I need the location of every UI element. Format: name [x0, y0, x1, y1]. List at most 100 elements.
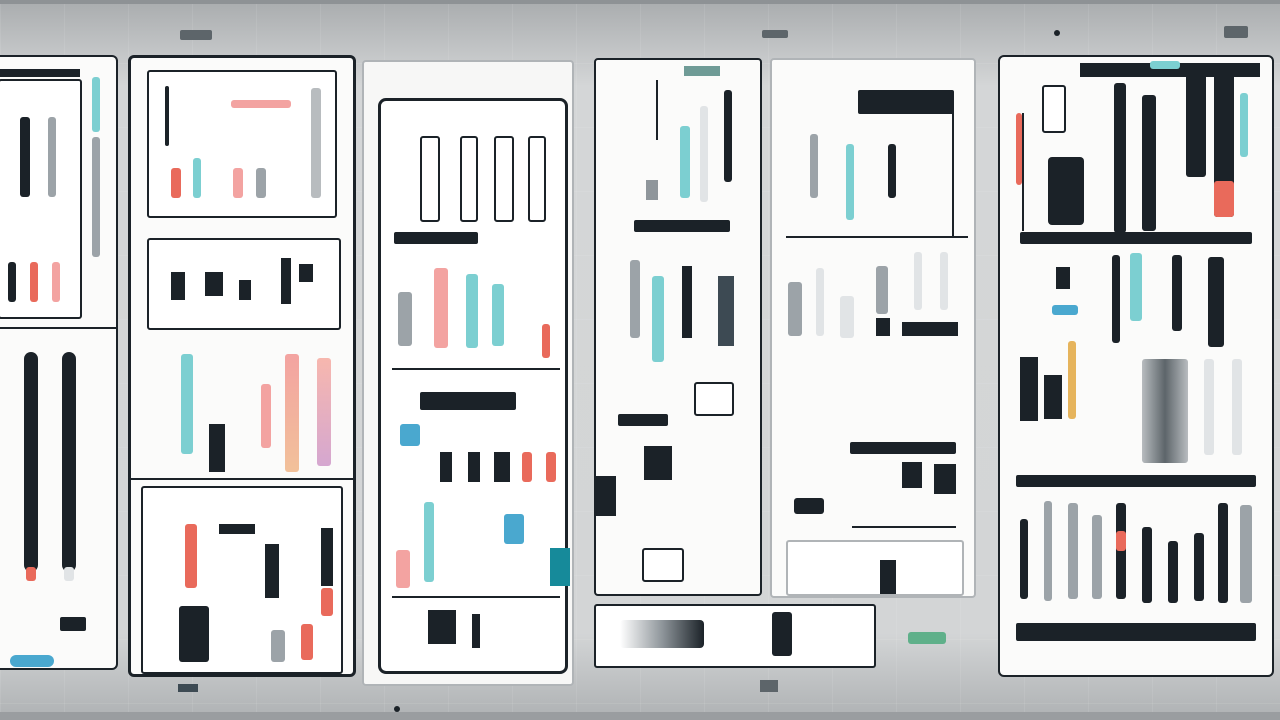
light-bar	[816, 268, 824, 336]
frame-line	[786, 236, 968, 238]
top-device-chip	[1224, 26, 1248, 38]
top-device-chip	[180, 30, 212, 40]
bottom-device-chip	[760, 680, 778, 692]
device-stick	[1218, 503, 1228, 603]
device-stick	[48, 117, 56, 197]
coral-bar	[1016, 113, 1022, 185]
coral-bar	[30, 262, 38, 302]
panel-center-mid-label	[420, 392, 516, 410]
bottom-device	[620, 620, 704, 648]
light-bar	[840, 296, 854, 338]
gradient-device	[1142, 359, 1188, 463]
black-block	[646, 180, 658, 200]
frame-line	[852, 526, 956, 528]
device-stick	[8, 262, 16, 302]
teal-bar	[181, 354, 193, 454]
teal-bar	[846, 144, 854, 220]
black-block	[281, 258, 291, 304]
teal-bar	[492, 284, 504, 346]
frame-line	[656, 80, 658, 140]
gray-bar	[876, 266, 888, 314]
bottom-device-chip	[178, 684, 198, 692]
coral-bar	[321, 588, 333, 616]
frame-line	[952, 110, 954, 238]
teal-bar	[92, 77, 100, 132]
black-block	[718, 276, 734, 346]
coral-bar	[546, 452, 556, 482]
device-stick	[165, 86, 169, 146]
panel-far-right-top-label	[1020, 232, 1252, 244]
device-stick	[1208, 257, 1224, 347]
gold-bar	[1068, 341, 1076, 419]
panel-second	[128, 55, 356, 677]
teal-bar	[680, 126, 690, 198]
coral-tip	[1214, 181, 1234, 217]
device-small-screen	[1042, 85, 1066, 133]
device-stick	[311, 88, 321, 198]
blue-block	[400, 424, 420, 446]
device-stick	[1194, 533, 1204, 601]
teal-bar	[466, 274, 478, 348]
device-tip	[64, 567, 74, 581]
black-block	[472, 614, 480, 648]
gray-bar	[1240, 505, 1252, 603]
teal-bar	[1130, 253, 1142, 321]
bottom-device-phone	[772, 612, 792, 656]
black-block	[682, 266, 692, 338]
panel-center-header-label	[394, 232, 478, 244]
panel-far-right	[998, 55, 1274, 677]
coral-tip	[1116, 531, 1126, 551]
gray-bar	[1044, 501, 1052, 601]
black-block	[321, 528, 333, 586]
black-block	[209, 424, 225, 472]
black-block	[794, 498, 824, 514]
gray-bar	[810, 134, 818, 198]
teal-tab	[1150, 61, 1180, 69]
black-block	[468, 452, 480, 482]
black-block	[239, 280, 251, 300]
pink-tab	[231, 100, 291, 108]
device-stick	[20, 117, 30, 197]
panel-center	[362, 60, 574, 686]
device-stick	[1142, 527, 1152, 603]
panel-left-button	[60, 617, 86, 631]
teal-bar	[652, 276, 664, 362]
black-block	[494, 452, 510, 482]
panel-right-mid-label	[850, 442, 956, 454]
coral-bar	[301, 624, 313, 660]
light-bar	[940, 252, 948, 310]
panel-right-mid-bottom	[786, 540, 964, 596]
blue-block	[1052, 305, 1078, 315]
device-tip	[26, 567, 36, 581]
black-block	[644, 446, 672, 480]
black-block	[428, 610, 456, 644]
device-stick	[1186, 73, 1206, 177]
black-block	[265, 544, 279, 598]
coral-bar	[185, 524, 197, 588]
teal-bar	[193, 158, 201, 198]
black-block	[299, 264, 313, 282]
device-card	[528, 136, 546, 222]
gray-bar	[398, 292, 412, 346]
device-stick	[1172, 255, 1182, 331]
tall-device	[24, 352, 38, 572]
black-block	[876, 318, 890, 336]
divider	[131, 478, 353, 480]
black-block	[205, 272, 223, 296]
panel-header-strip	[684, 66, 720, 76]
panel-right-mid	[770, 58, 976, 598]
divider	[0, 327, 118, 329]
black-block	[440, 452, 452, 482]
teal-bar	[424, 502, 434, 582]
pink-bar	[261, 384, 271, 448]
device-card	[420, 136, 440, 222]
device-small-screen	[694, 382, 734, 416]
bottom-frame-strip	[0, 712, 1280, 720]
black-block	[1044, 375, 1062, 419]
blue-block	[504, 514, 524, 544]
gray-bar	[271, 630, 285, 662]
device-small-screen	[642, 548, 684, 582]
gray-bar	[1092, 515, 1102, 599]
device-stick	[1116, 503, 1126, 599]
